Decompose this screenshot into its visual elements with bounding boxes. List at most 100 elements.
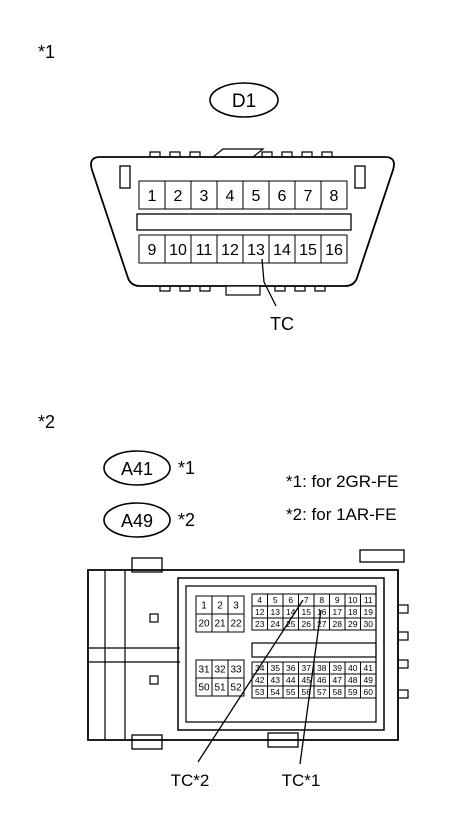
dlc3-outer-housing [90, 156, 395, 287]
dlc3-top-key [212, 148, 265, 158]
dlc3-pin-4-label: 4 [226, 188, 235, 205]
ecu-left-pin-2-label: 2 [217, 601, 223, 612]
ecu-right-pin-9-label: 9 [335, 595, 340, 605]
ecu-left-pin-22-cell [227, 613, 245, 633]
ecu-right-pin-36-label: 36 [286, 663, 296, 673]
ecu-left-pin-3-label: 3 [233, 601, 239, 612]
ecu-left-pin-1-label: 1 [201, 601, 207, 612]
dlc3-pin-8-cell [320, 180, 348, 210]
dlc3-pin-5-label: 5 [252, 188, 261, 205]
d1-id-oval [209, 82, 279, 118]
ecu-right-pin-15-label: 15 [302, 607, 312, 617]
ecu-right-pin-45-label: 45 [302, 675, 312, 685]
dlc3-pin-10-label: 10 [169, 242, 187, 259]
ecu-right-pin-26-label: 26 [302, 619, 312, 629]
dlc3-top-ribs [149, 151, 333, 157]
a41-note: *1 [178, 458, 195, 478]
ecu-right-pin-58-label: 58 [333, 687, 343, 697]
ecu-right-pin-18-label: 18 [348, 607, 358, 617]
ecu-bottom-tab-left [131, 734, 163, 750]
ecu-left-pin-32-label: 32 [214, 665, 226, 676]
ecu-right-pin-48-label: 48 [348, 675, 358, 685]
ecu-right-pin-57-label: 57 [317, 687, 327, 697]
dlc3-pin-8-label: 8 [330, 188, 339, 205]
ecu-right-pin-54-label: 54 [271, 687, 281, 697]
ecu-right-pin-35-label: 35 [271, 663, 281, 673]
ecu-right-tab-4 [397, 689, 409, 699]
ecu-right-tab-2 [397, 631, 409, 641]
dlc3-pin-1-label: 1 [148, 188, 157, 205]
ecu-right-pin-4-label: 4 [257, 595, 262, 605]
dlc3-bottom-ribs [159, 286, 326, 292]
ecu-right-pin-24-label: 24 [271, 619, 281, 629]
dlc3-pin-2-label: 2 [174, 188, 183, 205]
ecu-right-pin-12-label: 12 [255, 607, 265, 617]
ecu-right-pin-55-label: 55 [286, 687, 296, 697]
ecu-right-pin-30-cell [360, 617, 377, 631]
ecu-left-pin-50-label: 50 [198, 683, 210, 694]
a41-connector-id: A41 [121, 459, 153, 479]
tc-terminal-label: TC [270, 314, 294, 334]
ecu-right-pin-27-label: 27 [317, 619, 327, 629]
ecu-top-tab-left [131, 557, 163, 573]
ecu-right-pin-19-label: 19 [364, 607, 374, 617]
ecu-latch-square-top [149, 613, 159, 623]
ecu-right-pin-56-label: 56 [302, 687, 312, 697]
ecu-right-pin-46-label: 46 [317, 675, 327, 685]
ecu-right-pin-42-label: 42 [255, 675, 265, 685]
ecu-right-pin-59-label: 59 [348, 687, 358, 697]
ecu-right-pin-11-label: 11 [364, 595, 373, 605]
tc-leader-line [261, 258, 277, 307]
legend-line-1: *1: for 2GR-FE [286, 472, 398, 491]
ecu-left-pin-51-label: 51 [214, 683, 226, 694]
dlc3-pin-15-label: 15 [299, 242, 317, 259]
ecu-right-pin-25-label: 25 [286, 619, 296, 629]
dlc3-pin-12-label: 12 [221, 242, 239, 259]
dlc3-pin-14-label: 14 [273, 242, 291, 259]
ecu-right-pin-28-label: 28 [333, 619, 343, 629]
ecu-right-pin-38-label: 38 [317, 663, 327, 673]
dlc3-left-slot [119, 165, 131, 189]
dlc3-pin-6-label: 6 [278, 188, 287, 205]
ecu-latch-square-bottom [149, 675, 159, 685]
tc1-leader-line [299, 609, 322, 765]
ecu-right-pin-53-label: 53 [255, 687, 265, 697]
ecu-left-pin-31-label: 31 [198, 665, 210, 676]
dlc3-right-slot [354, 165, 366, 189]
ecu-right-pin-14-label: 14 [286, 607, 296, 617]
ecu-inner-face [177, 577, 385, 731]
a41-id-oval [103, 450, 171, 486]
ecu-right-pin-39-label: 39 [333, 663, 343, 673]
ecu-right-pin-16-label: 16 [317, 607, 327, 617]
ecu-right-pin-7-label: 7 [304, 595, 309, 605]
ecu-inner-face-2 [185, 585, 377, 723]
ecu-right-pin-47-label: 47 [333, 675, 343, 685]
ecu-left-pin-22-label: 22 [230, 619, 242, 630]
ecu-left-pin-21-label: 21 [214, 619, 226, 630]
ecu-top-tab-right [359, 549, 405, 563]
ecu-right-pin-34-label: 34 [255, 663, 265, 673]
tc1-terminal-label: TC*1 [282, 771, 321, 790]
dlc3-pin-13-label: 13 [247, 242, 265, 259]
ecu-left-pin-20-label: 20 [198, 619, 210, 630]
ecu-right-pin-40-label: 40 [348, 663, 358, 673]
ecu-right-pin-6-label: 6 [288, 595, 293, 605]
dlc3-pin-3-label: 3 [200, 188, 209, 205]
dlc3-center-divider [136, 213, 352, 231]
ecu-right-pin-23-label: 23 [255, 619, 265, 629]
tc2-leader-line [197, 599, 304, 763]
ecu-right-pin-60-label: 60 [364, 687, 374, 697]
ecu-right-pin-49-label: 49 [364, 675, 374, 685]
tc2-terminal-label: TC*2 [171, 771, 210, 790]
section1-marker: *1 [38, 42, 55, 62]
ecu-right-pin-5-label: 5 [273, 595, 278, 605]
ecu-right-pin-8-label: 8 [319, 595, 324, 605]
a49-note: *2 [178, 510, 195, 530]
